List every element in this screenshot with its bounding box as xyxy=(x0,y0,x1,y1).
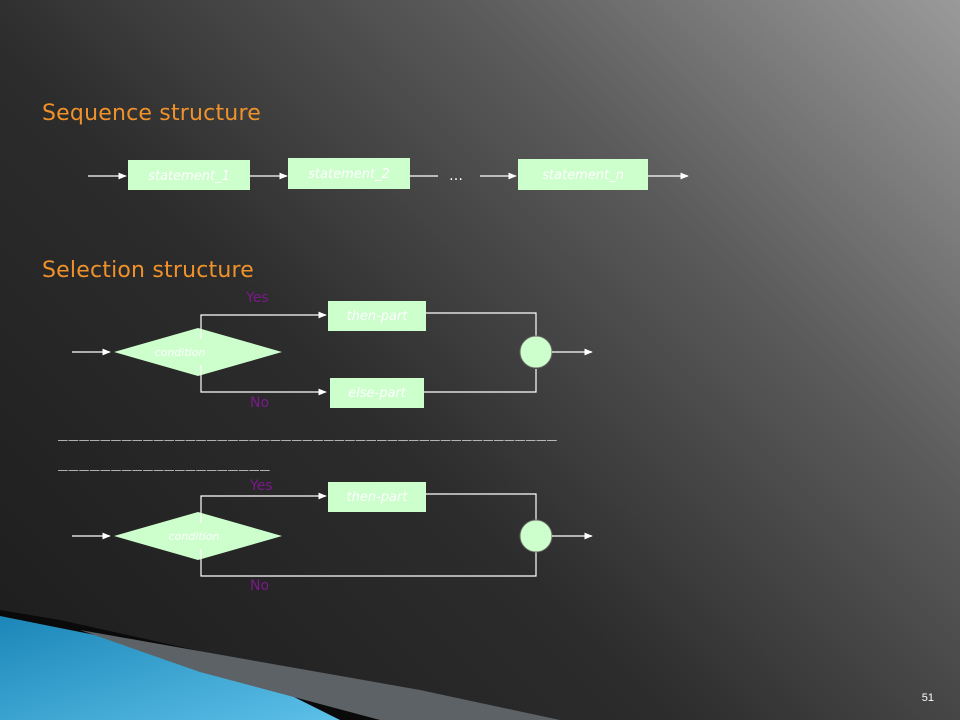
yes-branch-line-2 xyxy=(200,492,327,523)
if-else-diagram: condition Yes then-part No else-part xyxy=(72,290,593,411)
divider-dashes-1: ________________________________________… xyxy=(58,422,558,441)
then-part-box-2 xyxy=(328,482,426,512)
condition-diamond-2 xyxy=(114,512,282,560)
no-label: No xyxy=(250,395,269,411)
then-merge-line xyxy=(426,312,537,336)
no-label-2: No xyxy=(250,578,269,594)
sequence-structure-heading: Sequence structure xyxy=(42,101,261,126)
then-merge-line-2 xyxy=(426,493,537,520)
corner-decoration xyxy=(0,610,560,720)
yes-label-2: Yes xyxy=(249,478,273,494)
divider-dashes-2: ____________________ xyxy=(58,452,271,471)
condition-label: condition xyxy=(155,346,206,359)
statement-1-label: statement_1 xyxy=(148,169,230,184)
sequence-diagram: statement_1 statement_2 … statement_n xyxy=(88,158,689,190)
merge-circle-2 xyxy=(519,519,553,553)
if-then-diagram: condition Yes then-part No xyxy=(72,478,593,594)
statement-1-box xyxy=(128,160,250,190)
merge-circle xyxy=(519,335,553,369)
else-part-box xyxy=(330,378,424,408)
condition-label-2: condition xyxy=(169,530,220,543)
then-part-label-2: then-part xyxy=(347,490,409,505)
statement-n-label: statement_n xyxy=(542,168,624,183)
ellipsis-label: … xyxy=(449,168,463,184)
condition-diamond xyxy=(114,328,282,376)
else-merge-line xyxy=(424,369,537,393)
yes-branch-line xyxy=(200,311,327,339)
no-branch-line xyxy=(200,365,327,396)
page-number: 51 xyxy=(921,692,934,704)
then-part-label: then-part xyxy=(347,309,409,324)
yes-label: Yes xyxy=(245,290,269,306)
else-part-label: else-part xyxy=(348,386,407,401)
no-branch-line-2 xyxy=(200,549,537,577)
then-part-box xyxy=(328,301,426,331)
selection-structure-heading: Selection structure xyxy=(42,258,255,283)
statement-2-box xyxy=(288,158,410,189)
statement-n-box xyxy=(518,159,648,190)
statement-2-label: statement_2 xyxy=(308,167,390,182)
